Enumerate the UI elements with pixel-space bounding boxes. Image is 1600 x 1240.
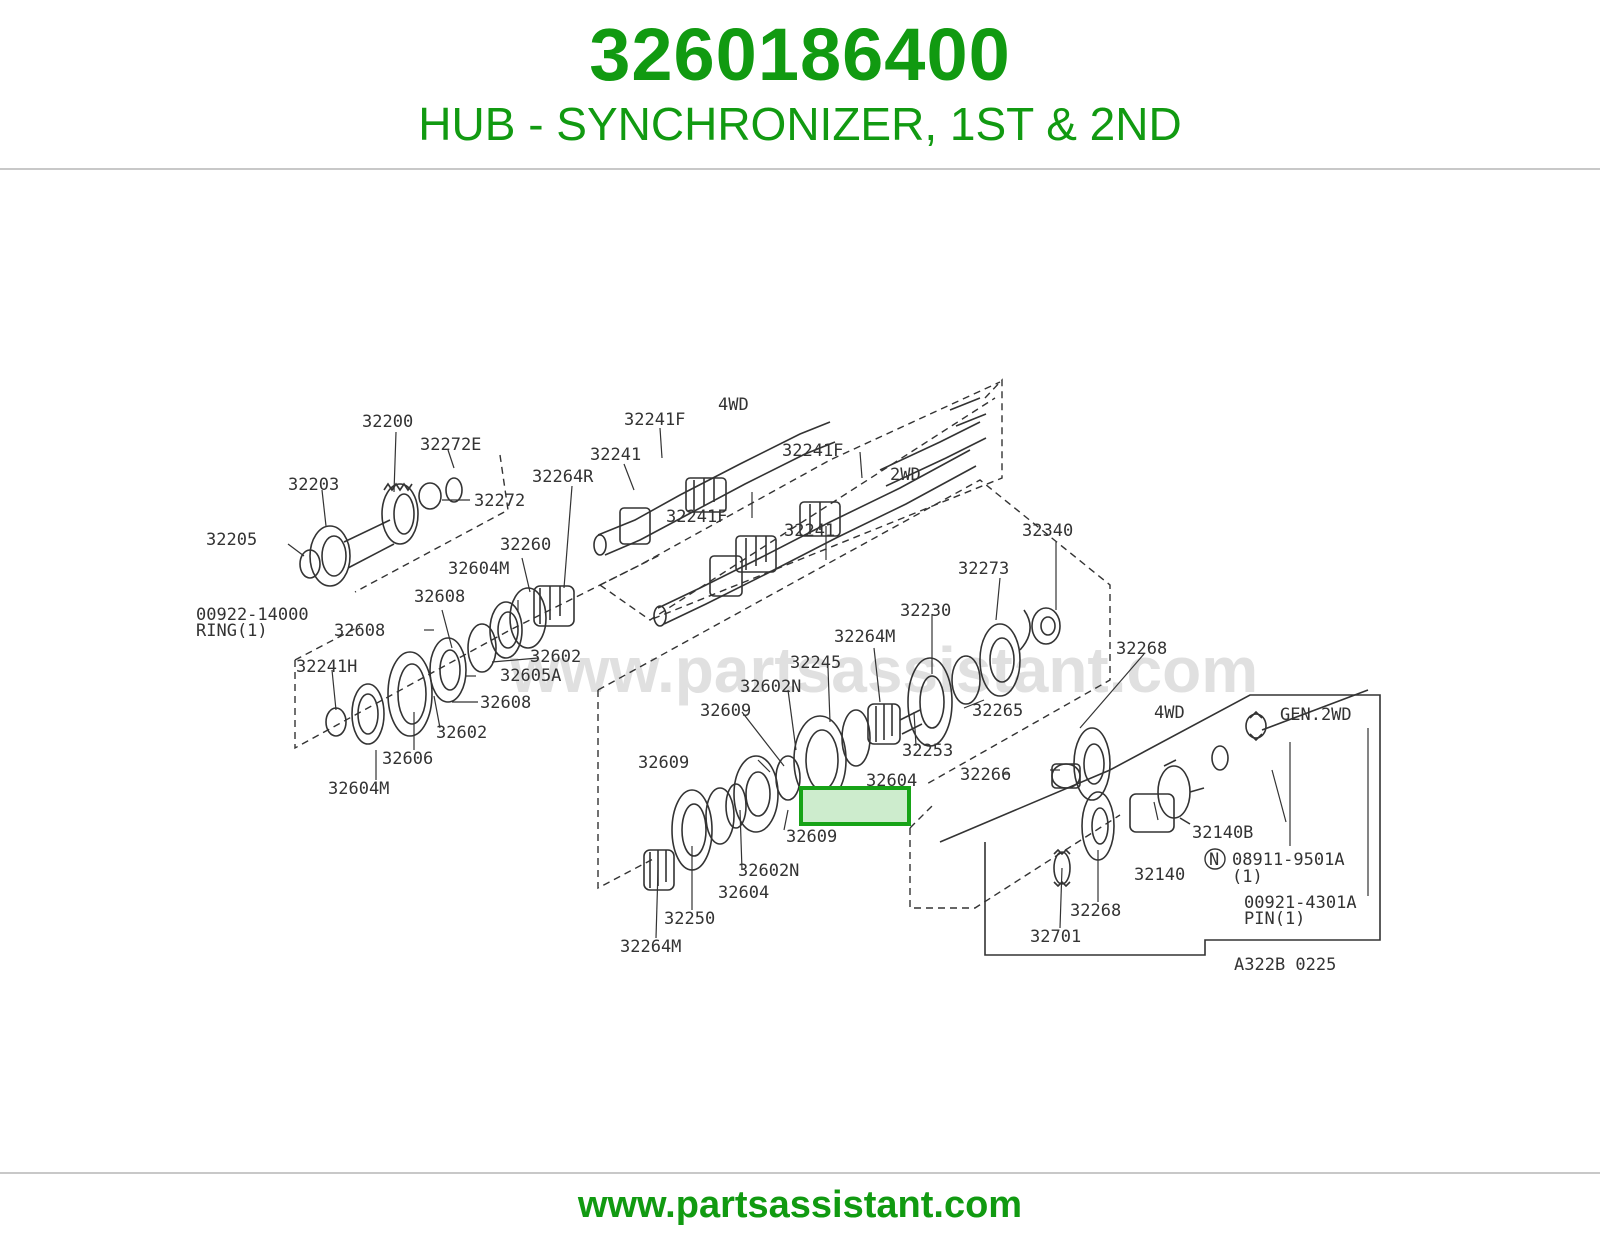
highlight-box-32601A[interactable] — [799, 786, 911, 826]
label-32609-b[interactable]: 32609 — [638, 753, 689, 773]
label-n-marker: N — [1209, 850, 1219, 870]
label-32602N-b[interactable]: 32602N — [738, 861, 799, 881]
label-32253[interactable]: 32253 — [902, 741, 953, 761]
label-pin: PIN(1) — [1244, 909, 1305, 929]
label-32200[interactable]: 32200 — [362, 412, 413, 432]
label-32241H[interactable]: 32241H — [296, 657, 357, 677]
footer-divider — [0, 1172, 1600, 1174]
counter-shafts — [593, 397, 987, 627]
label-32608-a[interactable]: 32608 — [414, 587, 465, 607]
label-32609-a[interactable]: 32609 — [700, 701, 751, 721]
label-32604M-a[interactable]: 32604M — [448, 559, 509, 579]
label-4wd-output: 4WD — [1154, 703, 1185, 723]
label-32340[interactable]: 32340 — [1022, 521, 1073, 541]
label-32264M-b[interactable]: 32264M — [620, 937, 681, 957]
label-32203[interactable]: 32203 — [288, 475, 339, 495]
label-32230[interactable]: 32230 — [900, 601, 951, 621]
label-08911-9501A[interactable]: 08911-9501A — [1232, 850, 1345, 870]
label-4wd-counter: 4WD — [718, 395, 749, 415]
main-gear-cluster — [643, 607, 1061, 891]
part-title: HUB - SYNCHRONIZER, 1ST & 2ND — [418, 98, 1182, 150]
label-32608-b[interactable]: 32608 — [334, 621, 385, 641]
label-32241-b[interactable]: 32241 — [784, 521, 835, 541]
label-32266[interactable]: 32266 — [960, 765, 1011, 785]
label-32241F-c[interactable]: 32241F — [666, 507, 727, 527]
part-number: 3260186400 — [589, 13, 1011, 96]
label-32602-a[interactable]: 32602 — [530, 647, 581, 667]
page-header: 3260186400 HUB - SYNCHRONIZER, 1ST & 2ND — [0, 0, 1600, 170]
label-32250[interactable]: 32250 — [664, 909, 715, 929]
label-32604-b[interactable]: 32604 — [718, 883, 769, 903]
label-32602-b[interactable]: 32602 — [436, 723, 487, 743]
label-32140B[interactable]: 32140B — [1192, 823, 1253, 843]
label-2wd: 2WD — [890, 465, 921, 485]
label-ring: RING(1) — [196, 621, 268, 641]
n-circle-icon — [1204, 848, 1226, 870]
label-32265[interactable]: 32265 — [972, 701, 1023, 721]
label-32268-a[interactable]: 32268 — [1116, 639, 1167, 659]
left-synchronizer-group — [325, 585, 575, 745]
label-32241-a[interactable]: 32241 — [590, 445, 641, 465]
label-32608-c[interactable]: 32608 — [480, 693, 531, 713]
label-32701[interactable]: 32701 — [1030, 927, 1081, 947]
leader-lines — [287, 427, 1369, 939]
label-gen2wd: GEN.2WD — [1280, 705, 1352, 725]
label-32272E[interactable]: 32272E — [420, 435, 481, 455]
variant-outline-boxes — [939, 689, 1381, 956]
label-32245[interactable]: 32245 — [790, 653, 841, 673]
output-shaft-assembly — [1051, 710, 1267, 888]
label-32606[interactable]: 32606 — [382, 749, 433, 769]
diagram-svg: www.partsassistant.com — [196, 378, 1381, 975]
exploded-parts-diagram: www.partsassistant.com — [180, 330, 1420, 1010]
label-00922-14000[interactable]: 00922-14000 — [196, 605, 309, 625]
label-32260[interactable]: 32260 — [500, 535, 551, 555]
label-32602N-a[interactable]: 32602N — [740, 677, 801, 697]
label-32205[interactable]: 32205 — [206, 530, 257, 550]
footer-website-url[interactable]: www.partsassistant.com — [577, 1184, 1023, 1226]
label-32264M-a[interactable]: 32264M — [834, 627, 895, 647]
label-32268-b[interactable]: 32268 — [1070, 901, 1121, 921]
part-labels: 32200 32272E 32203 32272 32205 00922-140… — [196, 395, 1357, 975]
label-32604M-b[interactable]: 32604M — [328, 779, 389, 799]
label-32273[interactable]: 32273 — [958, 559, 1009, 579]
label-32241F-b[interactable]: 32241F — [782, 441, 843, 461]
label-32609-c[interactable]: 32609 — [786, 827, 837, 847]
label-diagram-ref: A322B 0225 — [1234, 955, 1336, 975]
label-32241F-a[interactable]: 32241F — [624, 410, 685, 430]
label-32264R[interactable]: 32264R — [532, 467, 594, 487]
main-drive-gear-assembly — [299, 477, 463, 587]
label-32140[interactable]: 32140 — [1134, 865, 1185, 885]
label-32605A[interactable]: 32605A — [500, 666, 561, 686]
label-00921-4301A[interactable]: 00921-4301A — [1244, 893, 1357, 913]
label-qty-one: (1) — [1232, 867, 1263, 887]
header-divider — [0, 168, 1600, 170]
label-32272[interactable]: 32272 — [474, 491, 525, 511]
